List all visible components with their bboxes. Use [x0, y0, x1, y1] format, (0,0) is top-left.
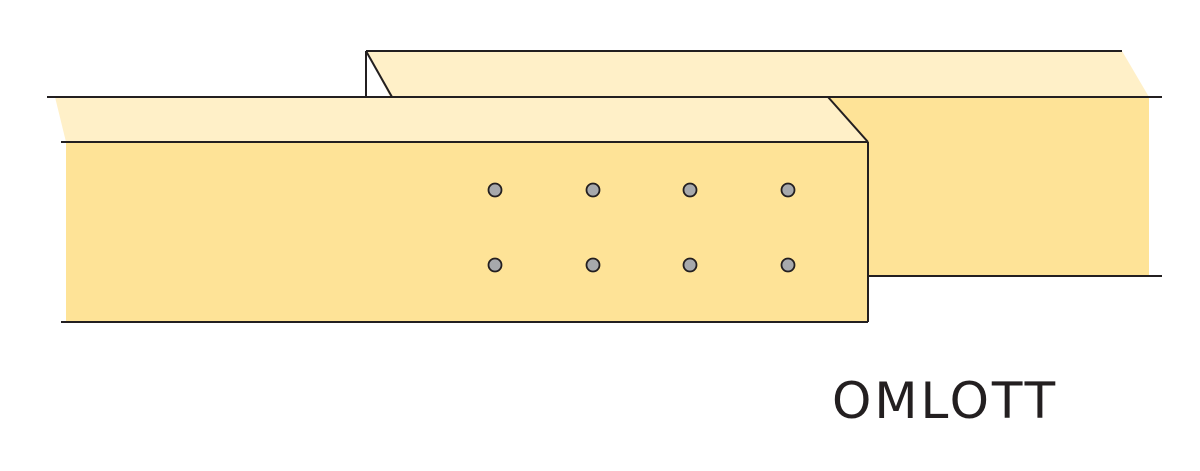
- fastener-r1-c4: [780, 182, 796, 198]
- fastener-r2-c4: [780, 257, 796, 273]
- fastener-r1-c2: [585, 182, 601, 198]
- fastener-r2-c3: [682, 257, 698, 273]
- front-beam-end-diagonal: [827, 96, 869, 143]
- fastener-r2-c1: [487, 257, 503, 273]
- fastener-grid: [487, 182, 796, 273]
- fastener-r2-c2: [585, 257, 601, 273]
- front-beam-top-face: [55, 97, 868, 142]
- diagram-caption: OMLOTT: [832, 372, 1059, 430]
- fastener-r1-c3: [682, 182, 698, 198]
- front-beam-front-face: [66, 142, 868, 322]
- fastener-r1-c1: [487, 182, 503, 198]
- back-beam-top-face: [366, 51, 1149, 97]
- front-beam: [47, 96, 869, 323]
- back-beam-end-diagonal: [365, 50, 393, 98]
